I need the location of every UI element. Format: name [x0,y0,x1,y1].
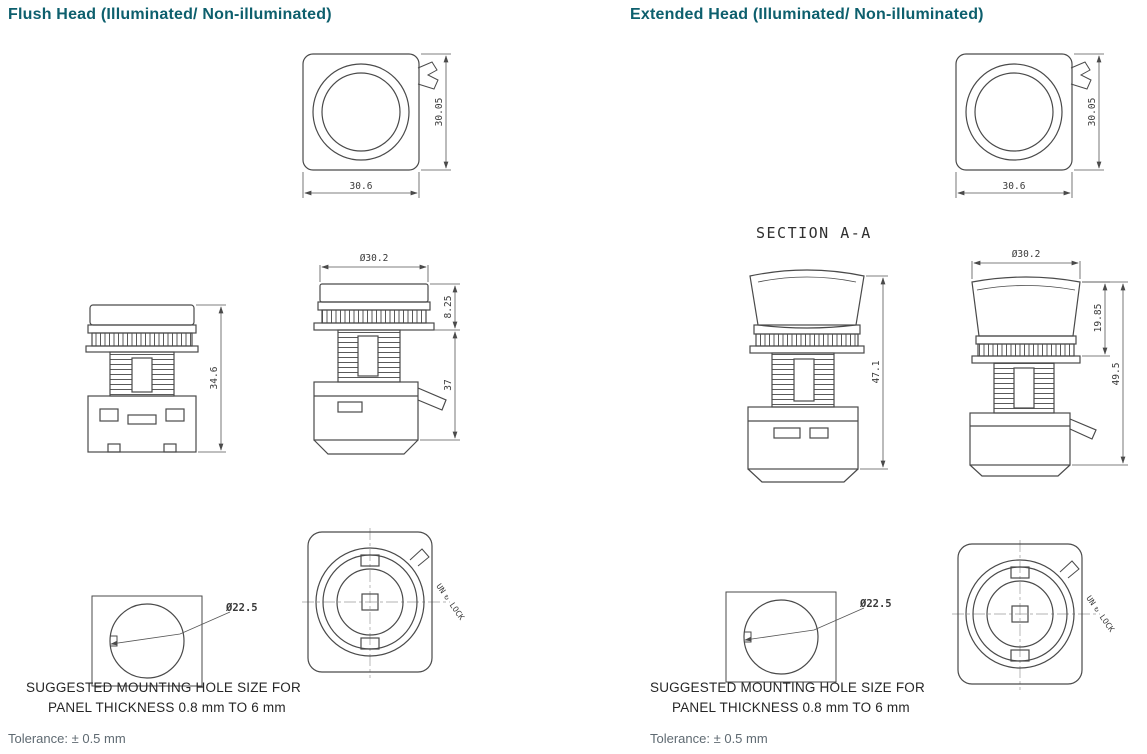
flush-front-view-drawing: 34.6 [85,304,226,453]
flush-side-view-drawing: Ø30.2 8.25 37 [313,253,460,455]
flush-top-dim-lines [302,53,451,198]
extended-mounting-note-line1: SUGGESTED MOUNTING HOLE SIZE FOR [650,680,925,695]
extended-bottom-outline [957,543,1083,685]
extended-bottom-centerlines [952,540,1100,690]
flush-top-height-dim: 30.05 [434,98,445,127]
flush-side-body-depth-dim: 37 [443,379,454,390]
flush-front-dim-lines [196,304,226,453]
flush-bottom-centerlines [302,528,450,678]
extended-head-title: Extended Head (Illuminated/ Non-illumina… [630,6,984,23]
flush-tolerance-note: Tolerance: ± 0.5 mm [8,731,126,746]
flush-mounting-dia-dim: Ø22.5 [225,602,258,614]
flush-side-dim-lines [420,283,460,441]
extended-mounting-dia-dim: Ø22.5 [859,598,892,610]
extended-side-head-height-dim: 19.85 [1093,304,1104,333]
flush-head-title: Flush Head (Illuminated/ Non-illuminated… [8,6,332,23]
flush-side-dia-dim-lines [319,264,429,282]
flush-side-dia-dim: Ø30.2 [360,253,389,264]
flush-bottom-view-drawing: UN ↻ LOCK [302,528,467,678]
flush-mounting-note-line2: PANEL THICKNESS 0.8 mm TO 6 mm [48,700,286,715]
extended-side-dia-dim-lines [971,260,1081,279]
section-a-a-label: SECTION A-A [756,224,872,242]
extended-side-body-depth-dim: 49.5 [1111,363,1122,386]
flush-top-width-dim: 30.6 [350,181,373,192]
extended-top-view-drawing: 30.6 30.05 [955,53,1104,198]
rotate-unlock-arrow-icon: ↻ [1092,605,1102,614]
unlock-un-text: UN [1084,594,1097,607]
extended-section-height-dim: 47.1 [871,360,882,383]
extended-side-dim-lines [1072,281,1128,466]
extended-top-height-dim: 30.05 [1087,98,1098,127]
extended-side-view-drawing: Ø30.2 19.85 49.5 [969,249,1128,477]
extended-section-view-drawing: 47.1 [747,269,888,483]
extended-tolerance-note: Tolerance: ± 0.5 mm [650,731,768,746]
flush-side-outline [313,283,447,455]
extended-mounting-hole-drawing: Ø22.5 [725,591,892,683]
extended-mounting-note-line2: PANEL THICKNESS 0.8 mm TO 6 mm [672,700,910,715]
flush-top-view-drawing: 30.6 30.05 [302,53,451,198]
unlock-lock-text: LOCK [448,601,467,622]
flush-top-outline [302,53,439,171]
extended-mounting-outline [725,591,837,683]
extended-top-width-dim: 30.6 [1003,181,1026,192]
extended-mounting-leader [744,607,865,642]
extended-side-outline [969,276,1097,477]
unlock-un-text: UN [434,582,447,595]
flush-side-head-height-dim: 8.25 [443,296,454,319]
flush-front-outline [85,304,199,453]
flush-mounting-leader [110,611,231,646]
flush-mounting-hole-drawing: Ø22.5 [91,595,258,687]
extended-section-dim-lines [860,275,888,470]
extended-section-outline [747,269,865,483]
flush-bottom-outline [307,531,433,673]
extended-top-dim-lines [955,53,1104,198]
extended-top-outline [955,53,1092,171]
flush-mounting-note-line1: SUGGESTED MOUNTING HOLE SIZE FOR [26,680,301,695]
rotate-unlock-arrow-icon: ↻ [442,593,452,602]
flush-mounting-outline [91,595,203,687]
extended-bottom-view-drawing: UN ↻ LOCK [952,540,1117,690]
flush-front-height-dim: 34.6 [209,366,220,389]
unlock-lock-text: LOCK [1098,613,1117,634]
extended-side-dia-dim: Ø30.2 [1012,249,1041,260]
